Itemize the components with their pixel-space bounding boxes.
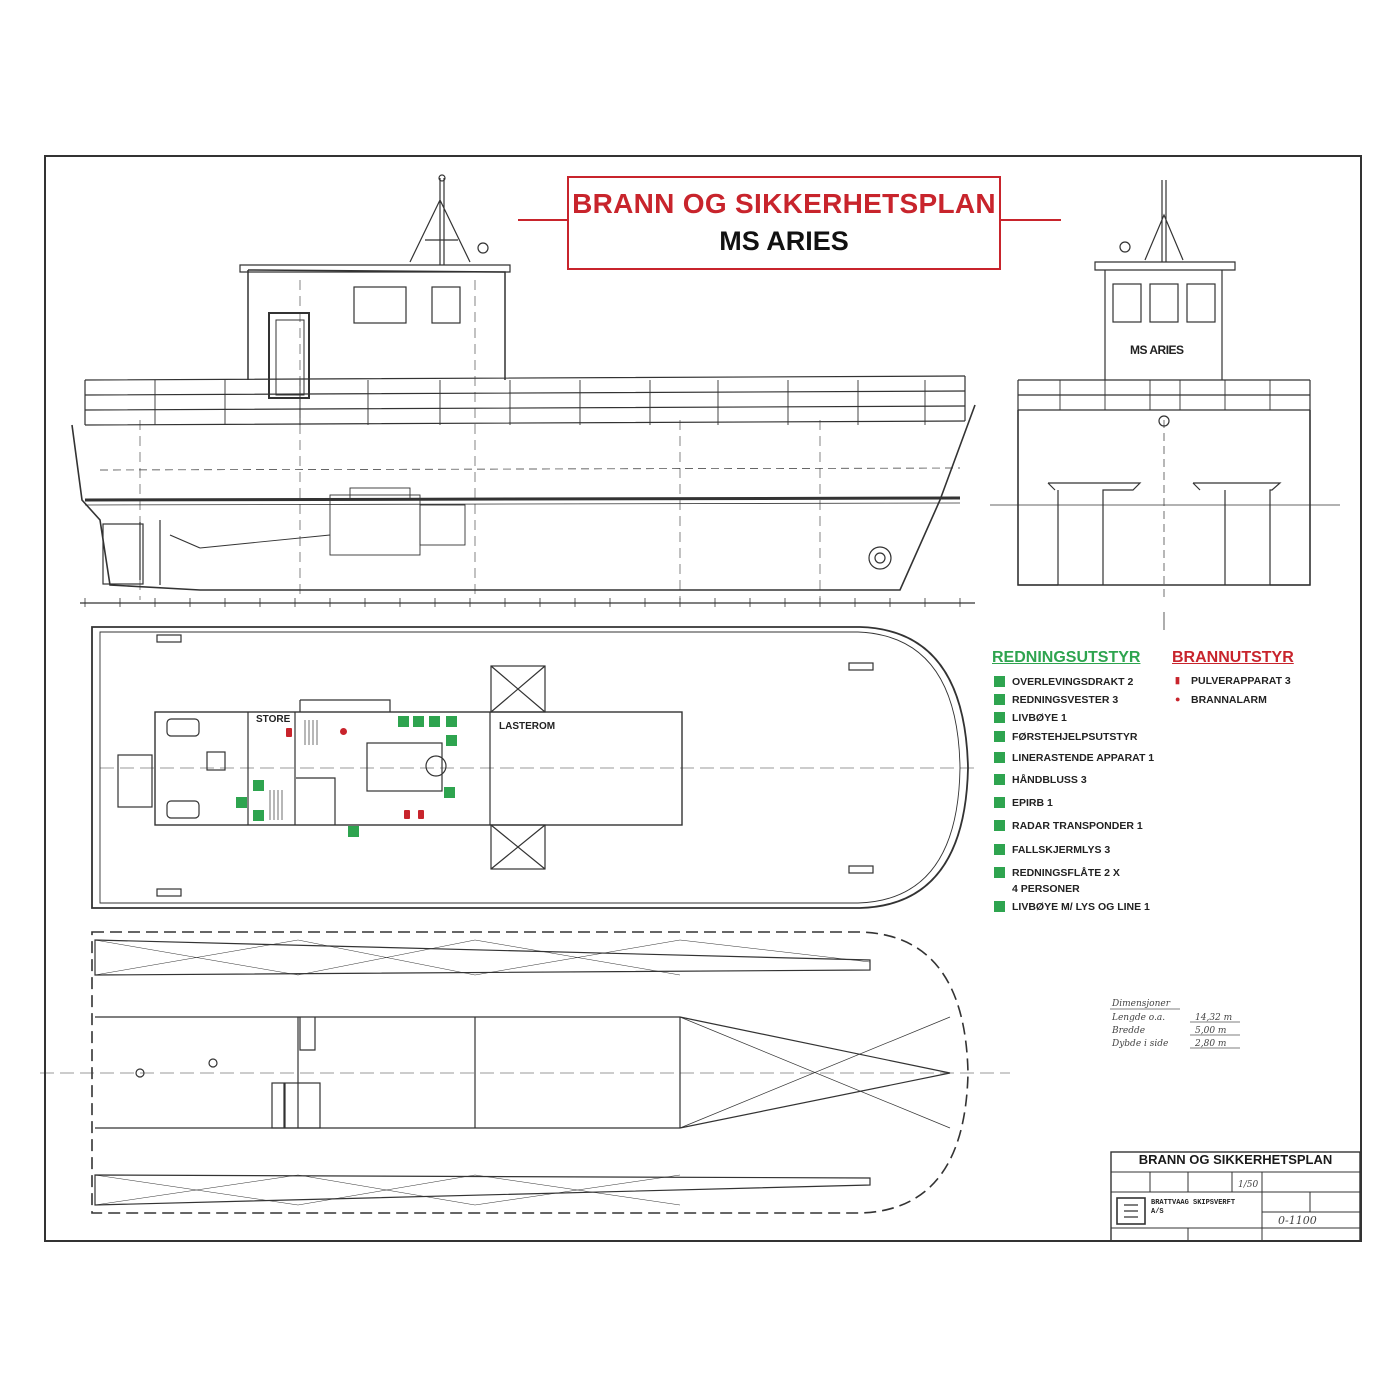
hand-flare-icon xyxy=(994,774,1005,785)
first-aid-icon xyxy=(994,731,1005,742)
rescue-legend-label: EPIRB 1 xyxy=(1012,797,1053,809)
fire-equipment-heading: BRANNUTSTYR xyxy=(1172,649,1294,666)
rescue-legend-item: RADAR TRANSPONDER 1 xyxy=(994,820,1143,832)
dimension-length-value: 14,32 m xyxy=(1195,1013,1233,1023)
rescue-legend-item: LIVBØYE 1 xyxy=(994,712,1067,724)
title-rule-right xyxy=(1001,219,1061,221)
rescue-legend-label: LIVBØYE M/ LYS OG LINE 1 xyxy=(1012,901,1150,913)
rescue-legend-item: LIVBØYE M/ LYS OG LINE 1 xyxy=(994,901,1150,913)
liferaft-icon xyxy=(994,867,1005,878)
fire-legend-label: BRANNALARM xyxy=(1191,694,1267,706)
survival-suit-icon xyxy=(253,780,264,791)
store-label: STORE xyxy=(256,714,291,725)
dimension-beam-label: Bredde xyxy=(1112,1026,1146,1036)
parachute-flare-icon xyxy=(994,844,1005,855)
rescue-legend-label: HÅNDBLUSS 3 xyxy=(1012,774,1087,786)
rescue-legend-label-line2: 4 PERSONER xyxy=(1012,883,1080,895)
hand-flare-icon xyxy=(429,716,440,727)
dimensions-heading: Dimensjoner xyxy=(1112,999,1171,1009)
rescue-legend-item: HÅNDBLUSS 3 xyxy=(994,774,1087,786)
life-jacket-icon xyxy=(994,694,1005,705)
drawing-sheet xyxy=(44,155,1362,1242)
rescue-legend-label: REDNINGSVESTER 3 xyxy=(1012,694,1119,706)
rescue-legend-item: FALLSKJERMLYS 3 xyxy=(994,844,1110,856)
line-thrower-icon xyxy=(994,752,1005,763)
powder-extinguisher-icon xyxy=(404,810,410,819)
epirb-icon xyxy=(994,797,1005,808)
shipyard-name: BRATTVAAG SKIPSVERFT A/S xyxy=(1151,1199,1236,1216)
title-block-title: BRANN OG SIKKERHETSPLAN xyxy=(1138,1152,1333,1167)
cargo-hold-label: LASTEROM xyxy=(499,721,556,732)
fire-legend-label: PULVERAPPARAT 3 xyxy=(1191,675,1291,687)
epirb-icon xyxy=(446,716,457,727)
lifebuoy-light-line-icon xyxy=(994,901,1005,912)
life-jacket-icon xyxy=(413,716,424,727)
fire-alarm-icon xyxy=(340,728,347,735)
lifebuoy-icon xyxy=(994,712,1005,723)
powder-extinguisher-icon xyxy=(418,810,424,819)
rescue-legend-label: FØRSTEHJELPSUTSTYR xyxy=(1012,731,1138,743)
powder-extinguisher-icon xyxy=(286,728,292,737)
survival-suit-icon xyxy=(994,676,1005,687)
front-view-vessel-label: MS ARIES xyxy=(1130,343,1184,357)
plan-title-box: BRANN OG SIKKERHETSPLAN MS ARIES xyxy=(567,176,1001,270)
side-elevation xyxy=(71,174,976,607)
rescue-legend-label: FALLSKJERMLYS 3 xyxy=(1012,844,1111,856)
fire-legend-item: ● BRANNALARM xyxy=(1175,694,1267,706)
fire-alarm-icon: ● xyxy=(1175,694,1181,704)
rescue-legend-label: REDNINGSFLÅTE 2 X xyxy=(1012,867,1120,879)
parachute-flare-icon xyxy=(444,787,455,798)
powder-extinguisher-icon: ▮ xyxy=(1175,675,1180,685)
front-view xyxy=(990,180,1340,630)
liferaft-icon xyxy=(398,716,409,727)
rescue-equipment-heading: REDNINGSUTSTYR xyxy=(992,649,1141,666)
rescue-legend-label: LIVBØYE 1 xyxy=(1012,712,1067,724)
rescue-legend-item: FØRSTEHJELPSUTSTYR xyxy=(994,731,1137,743)
radar-transponder-icon xyxy=(446,735,457,746)
rescue-legend-item: REDNINGSVESTER 3 xyxy=(994,694,1118,706)
lifebuoy-light-line-icon xyxy=(348,826,359,837)
title-rule-left xyxy=(518,219,568,221)
rescue-legend-item: OVERLEVINGSDRAKT 2 xyxy=(994,676,1133,688)
lower-plan xyxy=(40,931,1010,1214)
drawing-number: 0-1100 xyxy=(1278,1214,1317,1227)
vessel-name: MS ARIES xyxy=(719,226,849,256)
radar-transponder-icon xyxy=(994,820,1005,831)
dimension-depth-label: Dybde i side xyxy=(1112,1039,1169,1049)
rescue-legend-label: LINERASTENDE APPARAT 1 xyxy=(1012,752,1155,764)
plan-title: BRANN OG SIKKERHETSPLAN xyxy=(572,188,996,219)
title-block-lines xyxy=(1110,1151,1361,1242)
rescue-legend-label: RADAR TRANSPONDER 1 xyxy=(1012,820,1143,832)
drawing-scale: 1/50 xyxy=(1238,1180,1259,1190)
dimension-length-label: Lengde o.a. xyxy=(1112,1013,1166,1023)
rescue-legend-item: EPIRB 1 xyxy=(994,797,1053,809)
first-aid-icon xyxy=(253,810,264,821)
rescue-legend-item: LINERASTENDE APPARAT 1 xyxy=(994,752,1154,764)
dimension-depth-value: 2,80 m xyxy=(1195,1039,1227,1049)
deck-plan xyxy=(91,626,975,909)
dimension-beam-value: 5,00 m xyxy=(1195,1026,1227,1036)
lifebuoy-icon xyxy=(236,797,247,808)
rescue-legend-label: OVERLEVINGSDRAKT 2 xyxy=(1012,676,1134,688)
fire-legend-item: ▮ PULVERAPPARAT 3 xyxy=(1175,675,1291,687)
rescue-legend-item: REDNINGSFLÅTE 2 X 4 PERSONER xyxy=(994,867,1120,895)
